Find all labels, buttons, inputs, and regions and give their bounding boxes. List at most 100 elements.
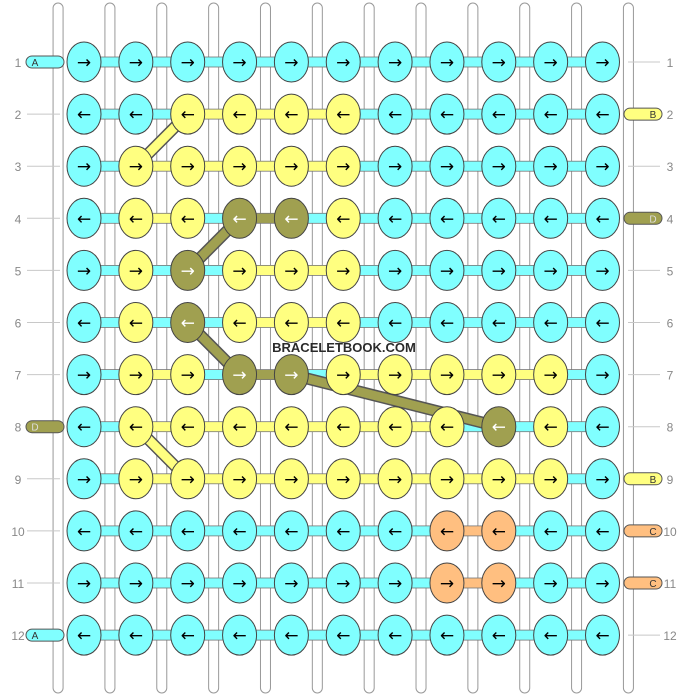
- arrow-left-icon: ←: [232, 626, 246, 646]
- arrow-right-icon: →: [77, 470, 91, 490]
- row-number-right: 6: [667, 317, 674, 331]
- knot-oval: [273, 406, 309, 448]
- arrow-left-icon: ←: [77, 522, 91, 542]
- arrow-right-icon: →: [181, 574, 195, 594]
- row-number-left: 2: [15, 108, 22, 122]
- row-number-right: 3: [667, 160, 674, 174]
- arrow-left-icon: ←: [336, 105, 350, 125]
- arrow-left-icon: ←: [336, 522, 350, 542]
- arrow-right-icon: →: [388, 470, 402, 490]
- knot-oval: [170, 458, 206, 500]
- row-number-right: 9: [667, 473, 674, 487]
- knot: →: [533, 458, 569, 500]
- knot-oval: [533, 458, 569, 500]
- knot-oval: [481, 458, 517, 500]
- arrow-right-icon: →: [388, 574, 402, 594]
- knot-oval: [66, 249, 102, 291]
- string-end-letter: C: [649, 579, 656, 590]
- knot: →: [325, 249, 361, 291]
- knot-oval: [118, 510, 154, 552]
- knot: ←: [273, 93, 309, 135]
- knot-oval: [273, 197, 309, 239]
- knot-oval: [429, 41, 465, 83]
- vertical-strand: [415, 2, 427, 694]
- knot: ←: [222, 93, 258, 135]
- arrow-left-icon: ←: [232, 209, 246, 229]
- knot: →: [377, 41, 413, 83]
- knot: ←: [533, 93, 569, 135]
- string-end-pill: [25, 420, 65, 434]
- string-end-letter: A: [32, 58, 39, 69]
- row-number-right: 10: [663, 525, 677, 539]
- arrow-right-icon: →: [492, 574, 506, 594]
- arrow-left-icon: ←: [492, 105, 506, 125]
- knot-oval: [170, 249, 206, 291]
- knot: ←: [325, 302, 361, 343]
- knot: ←: [325, 197, 361, 239]
- knot: →: [585, 562, 620, 604]
- knot: ←: [273, 510, 309, 552]
- knot-oval: [429, 562, 465, 604]
- knot: →: [585, 458, 620, 500]
- arrow-left-icon: ←: [440, 418, 454, 438]
- arrow-left-icon: ←: [336, 209, 350, 229]
- row-number-right: 2: [667, 108, 674, 122]
- knot: →: [118, 145, 154, 187]
- row-number-left: 4: [15, 212, 22, 226]
- knot-oval: [222, 562, 258, 604]
- arrow-right-icon: →: [544, 53, 558, 73]
- knot: ←: [118, 302, 154, 343]
- knot-oval: [429, 406, 465, 448]
- knot-oval: [585, 249, 620, 291]
- knot-oval: [66, 145, 102, 187]
- knot-oval: [429, 614, 465, 656]
- knot: ←: [533, 302, 569, 343]
- knot-oval: [118, 354, 154, 396]
- arrow-left-icon: ←: [544, 418, 558, 438]
- arrow-right-icon: →: [388, 366, 402, 386]
- arrow-right-icon: →: [595, 574, 609, 594]
- arrow-left-icon: ←: [181, 626, 195, 646]
- arrow-left-icon: ←: [129, 626, 143, 646]
- knot: →: [118, 249, 154, 291]
- arrow-right-icon: →: [181, 53, 195, 73]
- row-number-right: 4: [667, 212, 674, 226]
- knot-oval: [585, 510, 620, 552]
- knot-grid: → → → → → → → → → → → ← ← ← ← ← ← ← ← ← ← ← → → → → → → → → → → → ← ← ← ← ← ← ←…: [66, 41, 620, 656]
- arrow-right-icon: →: [595, 53, 609, 73]
- vertical-strand: [52, 2, 64, 694]
- knot-oval: [533, 562, 569, 604]
- knot: →: [118, 562, 154, 604]
- arrow-right-icon: →: [336, 470, 350, 490]
- knot: →: [222, 458, 258, 500]
- knot-oval: [118, 302, 154, 343]
- knot-oval: [325, 145, 361, 187]
- arrow-right-icon: →: [336, 261, 350, 281]
- knot-oval: [118, 93, 154, 135]
- knot: ←: [170, 614, 206, 656]
- knot-oval: [481, 562, 517, 604]
- string-end-letter: D: [649, 214, 656, 225]
- string-end-letter: D: [31, 423, 38, 434]
- arrow-right-icon: →: [595, 366, 609, 386]
- arrow-left-icon: ←: [388, 522, 402, 542]
- knot-oval: [533, 41, 569, 83]
- knot: ←: [429, 510, 465, 552]
- knot: →: [325, 458, 361, 500]
- knot-oval: [481, 41, 517, 83]
- knot-oval: [170, 510, 206, 552]
- knot: ←: [273, 197, 309, 239]
- knot-oval: [377, 197, 413, 239]
- knot-oval: [533, 510, 569, 552]
- knot: →: [377, 249, 413, 291]
- row-number-left: 8: [15, 421, 22, 435]
- knot-oval: [325, 249, 361, 291]
- vertical-strand: [104, 2, 116, 694]
- arrow-right-icon: →: [492, 157, 506, 177]
- string-end-pill: [623, 524, 663, 538]
- vertical-strand: [622, 2, 634, 694]
- arrow-left-icon: ←: [232, 314, 246, 334]
- knot: ←: [377, 406, 413, 448]
- row-number-right: 1: [667, 56, 674, 70]
- string-end-left: A: [25, 55, 65, 69]
